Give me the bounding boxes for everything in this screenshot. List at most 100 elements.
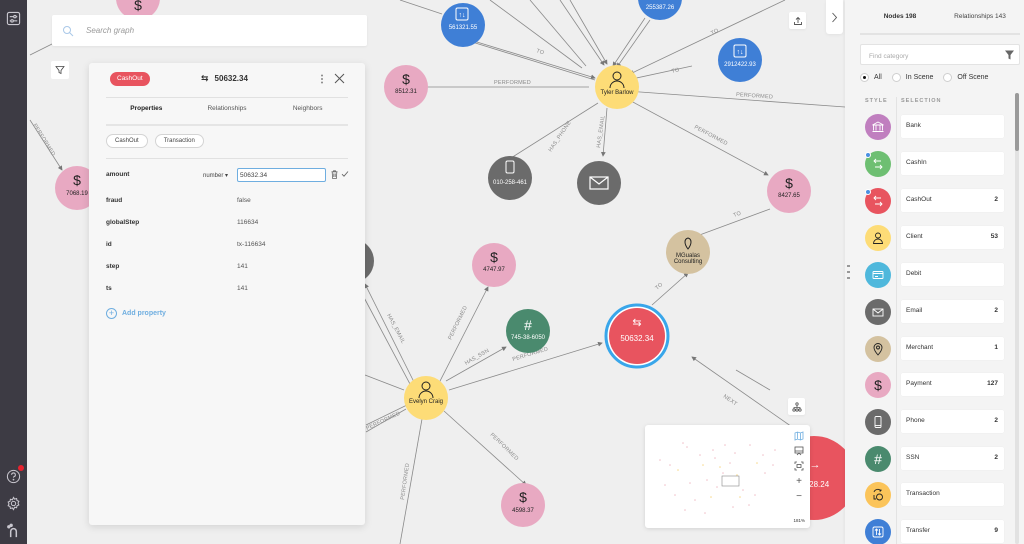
property-value[interactable]: 141 xyxy=(237,285,248,292)
property-value[interactable]: tx-116634 xyxy=(237,241,266,248)
email-node[interactable] xyxy=(577,161,621,205)
tab-neighbors[interactable]: Neighbors xyxy=(292,105,323,112)
merchant-node[interactable]: MGualas Consulting xyxy=(666,230,710,274)
help-icon[interactable] xyxy=(6,469,21,484)
radio-all[interactable]: All xyxy=(860,73,882,82)
category-row-cashin[interactable]: CashIn xyxy=(865,151,1015,177)
property-value[interactable]: false xyxy=(237,197,251,204)
more-options-icon[interactable] xyxy=(319,73,325,85)
nodes[interactable]: $ ↑↓ 561321.55 255387.26 xyxy=(55,0,845,527)
property-value[interactable]: 116634 xyxy=(237,219,259,226)
property-row: ts 141 xyxy=(106,279,348,301)
category-badge[interactable]: CashOut xyxy=(110,72,150,86)
graph-svg[interactable]: TO PERFORMED TO TO PERFORMED HAS_PHONE H… xyxy=(27,0,845,544)
category-row-transaction[interactable]: Transaction xyxy=(865,482,1015,508)
hash-icon[interactable]: # xyxy=(865,446,891,472)
location-pin-icon[interactable] xyxy=(865,336,891,362)
svg-text:8512.31: 8512.31 xyxy=(395,89,417,95)
radio-in-scene[interactable]: In Scene xyxy=(891,73,933,82)
property-value[interactable]: 141 xyxy=(237,263,248,270)
gear-icon[interactable] xyxy=(6,496,21,511)
radio-off-scene[interactable]: Off Scene xyxy=(943,73,988,82)
presentation-icon[interactable] xyxy=(793,445,805,457)
ssn-node[interactable]: # 745-38-6050 xyxy=(506,309,550,353)
pinned-indicator xyxy=(865,189,871,195)
logo-icon[interactable] xyxy=(6,523,21,538)
svg-text:PERFORMED: PERFORMED xyxy=(365,411,401,432)
zoom-level: 181% xyxy=(793,518,805,523)
minimap[interactable]: + − 181% xyxy=(645,425,810,528)
payment-node[interactable]: $ 8427.65 xyxy=(767,169,811,213)
bank-icon[interactable] xyxy=(865,114,891,140)
export-button[interactable] xyxy=(789,12,806,29)
payment-node[interactable]: $ 7068.19 xyxy=(55,166,99,210)
tab-relationships[interactable]: Relationships 143 xyxy=(954,13,1006,20)
person-icon[interactable] xyxy=(865,225,891,251)
transfer-icon[interactable] xyxy=(865,519,891,544)
svg-text:$: $ xyxy=(519,489,527,505)
phone-icon[interactable] xyxy=(865,409,891,435)
add-property-button[interactable]: + Add property xyxy=(106,308,166,319)
tab-properties[interactable]: Properties xyxy=(106,100,187,126)
type-select[interactable]: number ▾ xyxy=(203,173,229,179)
layout-button[interactable] xyxy=(788,398,805,415)
svg-text:2912422.93: 2912422.93 xyxy=(724,62,756,68)
money-cycle-icon[interactable] xyxy=(865,482,891,508)
collapse-sidebar-button[interactable] xyxy=(826,0,843,34)
payment-node[interactable]: $ 8512.31 xyxy=(384,65,428,109)
find-category-field[interactable] xyxy=(860,44,1020,65)
radio-button[interactable] xyxy=(891,73,901,82)
search-bar[interactable] xyxy=(52,15,367,46)
close-icon[interactable] xyxy=(334,73,345,84)
payment-node[interactable]: $ 4598.37 xyxy=(501,483,545,527)
category-row-bank[interactable]: Bank xyxy=(865,114,1015,140)
tab-relationships[interactable]: Relationships xyxy=(207,105,247,112)
transfer-node[interactable]: ↑↓ 2912422.93 xyxy=(718,38,762,82)
card-icon[interactable] xyxy=(865,262,891,288)
radio-button[interactable] xyxy=(860,73,869,82)
payment-node[interactable]: $ xyxy=(116,0,160,20)
payment-node[interactable]: $ 4747.97 xyxy=(472,243,516,287)
map-icon[interactable] xyxy=(793,430,805,442)
zoom-out-icon[interactable]: − xyxy=(796,490,802,502)
label-chip-cashout[interactable]: CashOut xyxy=(106,134,148,148)
graph-filter-button[interactable] xyxy=(51,61,69,79)
transfer-node[interactable]: 255387.26 xyxy=(638,0,682,20)
sliders-icon[interactable] xyxy=(6,11,21,26)
property-value-input[interactable] xyxy=(237,168,326,182)
edges xyxy=(29,0,845,544)
tab-nodes[interactable]: Nodes 198 xyxy=(860,0,940,35)
svg-text:⇆: ⇆ xyxy=(632,317,641,329)
find-category-input[interactable] xyxy=(869,53,989,60)
client-node[interactable]: Tyler Barlow xyxy=(595,65,639,109)
transfer-node[interactable]: ↑↓ 561321.55 xyxy=(441,3,485,47)
search-input[interactable] xyxy=(86,26,346,35)
scrollbar[interactable] xyxy=(1015,93,1019,544)
scrollbar-thumb[interactable] xyxy=(1015,93,1019,151)
check-icon[interactable] xyxy=(341,170,349,178)
selected-cashout-node[interactable]: ⇆ 50632.34 xyxy=(604,303,670,369)
client-node[interactable]: Evelyn Craig xyxy=(404,376,448,420)
trash-icon[interactable] xyxy=(331,170,338,179)
envelope-icon[interactable] xyxy=(865,299,891,325)
label-chip-transaction[interactable]: Transaction xyxy=(154,134,204,148)
radio-button[interactable] xyxy=(943,73,953,82)
dollar-icon[interactable]: $ xyxy=(865,372,891,398)
category-row-debit[interactable]: Debit xyxy=(865,262,1015,288)
minimap-preview xyxy=(659,442,776,514)
phone-node[interactable]: 010-258-461 xyxy=(488,156,532,200)
fit-screen-icon[interactable] xyxy=(793,460,805,472)
node-title: 50632.34 xyxy=(214,74,248,83)
svg-text:TO: TO xyxy=(710,27,720,36)
resize-handle[interactable] xyxy=(847,265,850,279)
funnel-icon[interactable] xyxy=(1005,50,1014,60)
zoom-in-icon[interactable]: + xyxy=(796,475,802,487)
